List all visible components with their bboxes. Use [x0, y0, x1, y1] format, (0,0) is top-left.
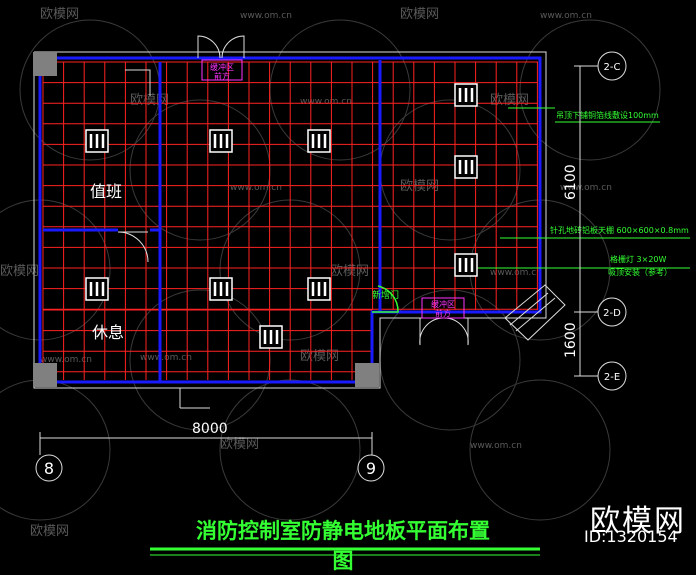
room-name-rest: 休息 [92, 323, 124, 342]
watermark-text: 欧模网 [400, 179, 439, 194]
annotation-ceiling: 针孔地砖铝板天棚 600×600×0.8mm [550, 225, 689, 235]
watermark-circle [269, 19, 411, 161]
door-label-2-line1: 缓冲区 [431, 299, 455, 309]
axis-label-9: 9 [366, 459, 376, 478]
brand-id: ID:1320154 [584, 527, 678, 546]
door-label-2-line2: 前方 [435, 308, 451, 318]
axis-bubble-2c: 2-C [597, 51, 627, 81]
door-label-1: 缓冲区 前方 [201, 59, 243, 81]
new-door-arc [372, 285, 399, 313]
grille-light-fixture [454, 253, 478, 277]
dimension-height-upper: 6100 [563, 164, 579, 200]
grille-light-fixture [85, 277, 109, 301]
axis-bubble-2d: 2-D [597, 297, 627, 327]
door-label-2: 缓冲区 前方 [421, 297, 465, 319]
axis-label-2e: 2-E [604, 372, 620, 383]
axis-label-2c: 2-C [604, 62, 621, 73]
watermark-text: 欧模网 [220, 437, 259, 452]
axis-bubble-9: 9 [357, 454, 385, 482]
watermark-text: 欧模网 [30, 524, 69, 539]
watermark-layer: 欧模网 www.om.cn 欧模网 www.om.cn 欧模网 www.om.cn 欧模网 w… [0, 7, 661, 539]
watermark-circle [0, 379, 111, 521]
dimension-height-lower: 1600 [563, 322, 579, 358]
watermark-circle [379, 99, 521, 241]
room-name-duty: 值班 [90, 182, 122, 201]
axis-bubble-2e: 2-E [597, 361, 627, 391]
watermark-text: www.om.cn [230, 183, 282, 193]
door-label-1-line2: 前方 [214, 71, 230, 81]
grille-light-fixture [454, 155, 478, 179]
watermark-text: 欧模网 [400, 7, 439, 22]
axis-label-2d: 2-D [603, 308, 621, 319]
annotation-mount: 吸顶安装（参考） [608, 267, 672, 277]
grille-light-fixture [259, 325, 283, 349]
grille-light-fixture [209, 129, 233, 153]
watermark-text: www.om.cn [560, 183, 612, 193]
axis-label-8: 8 [44, 459, 54, 478]
dimension-width: 8000 [192, 421, 228, 437]
axis-bubble-8: 8 [35, 454, 63, 482]
watermark-circle [469, 379, 611, 521]
watermark-text: 欧模网 [0, 264, 39, 279]
wall-outline [33, 51, 547, 389]
watermark-circle [519, 19, 661, 161]
grille-light-fixture [307, 129, 331, 153]
grille-light-fixture [454, 83, 478, 107]
watermark-text: www.om.cn [140, 353, 192, 363]
watermark-text: www.om.cn [470, 441, 522, 451]
watermark-text: www.om.cn [490, 268, 542, 278]
watermark-text: www.om.cn [540, 11, 592, 21]
grille-light-fixture [209, 277, 233, 301]
drawing-title: 消防控制室防静电地板平面布置图 [196, 519, 490, 573]
door-label-1-line1: 缓冲区 [210, 62, 234, 72]
brand-logo: 欧模网 [590, 504, 686, 539]
annotation-copper: 吊顶下铺铜箔线敷设100mm [556, 110, 659, 120]
watermark-text: 欧模网 [40, 7, 79, 22]
watermark-text: 欧模网 [330, 264, 369, 279]
doors [117, 35, 566, 409]
watermark-text: www.om.cn [300, 97, 352, 107]
watermark-text: www.om.cn [240, 11, 292, 21]
dimension-lines [39, 65, 598, 455]
watermark-text: 欧模网 [490, 93, 529, 108]
annotation-light: 格栅灯 3×20W [610, 254, 667, 264]
columns [33, 52, 379, 387]
light-fixtures [85, 83, 478, 349]
annotation-new-door: 新增门 [372, 289, 399, 301]
annotation-leaders [478, 107, 690, 269]
grille-light-fixture [307, 277, 331, 301]
watermark-text: 欧模网 [300, 349, 339, 364]
watermark-text: www.om.cn [40, 355, 92, 365]
grille-light-fixture [85, 129, 109, 153]
